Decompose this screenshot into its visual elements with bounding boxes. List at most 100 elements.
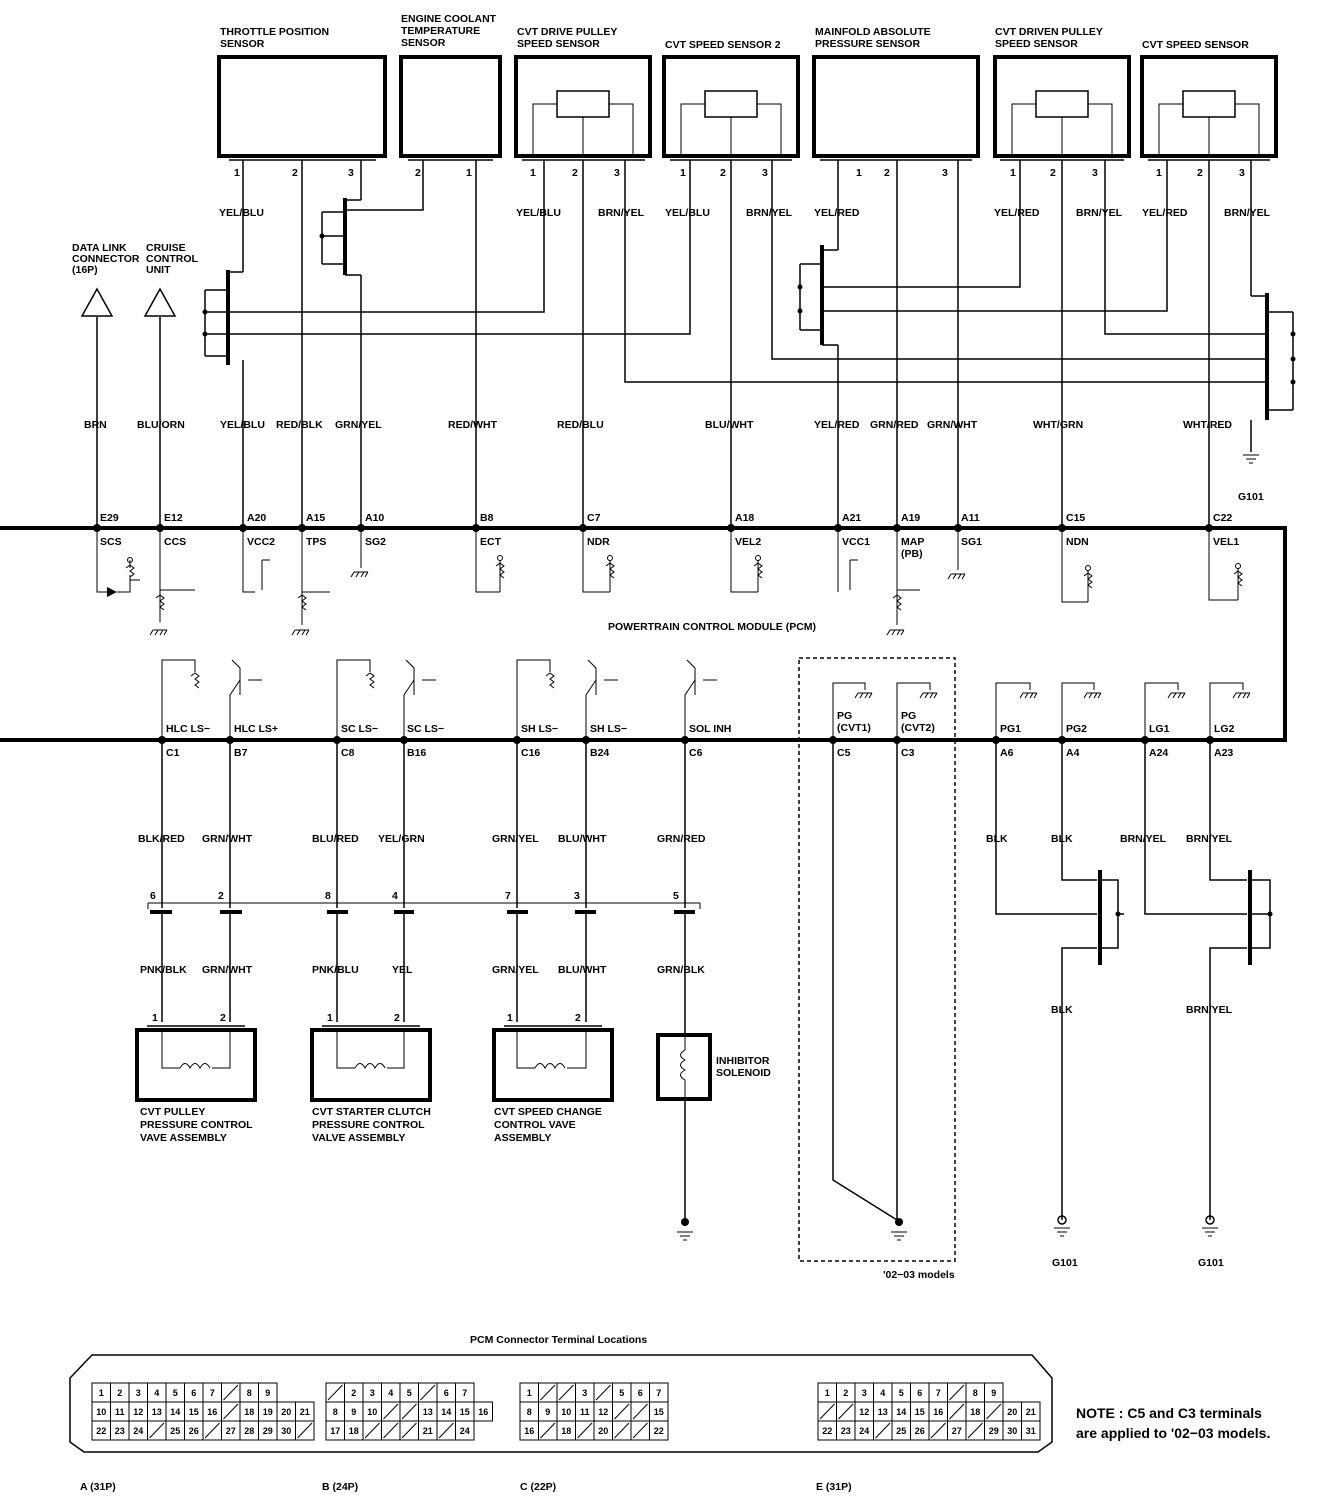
pin-number: 1 bbox=[152, 1012, 158, 1024]
sensor-element-icon bbox=[532, 90, 634, 157]
unused-terminal-mark bbox=[632, 1422, 648, 1439]
pin-number: 2 bbox=[292, 167, 298, 179]
wire-color-label: YEL/RED bbox=[1142, 207, 1188, 219]
unused-terminal-mark bbox=[223, 1403, 239, 1420]
sensor-title-line: SPEED SENSOR bbox=[517, 38, 600, 50]
wire-color-label: YEL/GRN bbox=[378, 833, 425, 845]
terminal-number: 21 bbox=[300, 1407, 310, 1417]
pin-number: 3 bbox=[762, 167, 768, 179]
terminal-function: TPS bbox=[306, 536, 326, 548]
device-title-line: UNIT bbox=[146, 264, 171, 276]
terminal-number: 26 bbox=[915, 1426, 925, 1436]
wire-color-label: PNK/BLU bbox=[312, 964, 359, 976]
unused-terminal-mark bbox=[949, 1384, 965, 1401]
terminal-number: 5 bbox=[407, 1388, 412, 1398]
wire-color-label: GRN/WHT bbox=[202, 833, 253, 845]
wire-color-label: BRN/YEL bbox=[746, 207, 793, 219]
cvt-starter-clutch-valve-box bbox=[310, 1028, 432, 1102]
pin-number: 3 bbox=[1239, 167, 1245, 179]
valve-title-line: SOLENOID bbox=[716, 1067, 771, 1079]
sensor-title-line: THROTTLE POSITION bbox=[220, 26, 329, 38]
valve-title-line: CVT STARTER CLUTCH bbox=[312, 1106, 431, 1118]
pin-number: 1 bbox=[507, 1012, 513, 1024]
unused-terminal-mark bbox=[383, 1422, 399, 1439]
unused-terminal-mark bbox=[577, 1422, 593, 1439]
terminal-number: 5 bbox=[619, 1388, 624, 1398]
pin-number: 3 bbox=[614, 167, 620, 179]
terminal-id: A4 bbox=[1066, 747, 1080, 759]
pcm-top-functions: SCS CCS VCC2 TPS SG2 ECT NDR VEL2 VCC1 M… bbox=[100, 536, 1239, 560]
wire-color-label: BRN/YEL bbox=[1076, 207, 1123, 219]
terminal-number: 6 bbox=[917, 1388, 922, 1398]
terminal-number: 4 bbox=[880, 1388, 885, 1398]
terminal-number: 1 bbox=[527, 1388, 532, 1398]
wire-color-label: BLK bbox=[1051, 833, 1073, 845]
sensor-title-line: SENSOR bbox=[401, 37, 446, 49]
unused-terminal-mark bbox=[327, 1384, 343, 1401]
unused-terminal-mark bbox=[204, 1422, 220, 1439]
pcm-bottom-functions: HLC LS− HLC LS+ SC LS− SC LS− SH LS− SH … bbox=[166, 710, 1235, 735]
wire-color-label: RED/WHT bbox=[448, 419, 498, 431]
pin-number: 2 bbox=[415, 167, 421, 179]
pin-number: 7 bbox=[505, 890, 511, 902]
terminal-id: A10 bbox=[365, 512, 384, 524]
pcm-upper-wire-labels: BRN BLU/ORN YEL/BLU RED/BLK GRN/YEL RED/… bbox=[84, 419, 1232, 431]
terminal-number: 12 bbox=[133, 1407, 143, 1417]
terminal-number: 16 bbox=[478, 1407, 488, 1417]
terminal-number: 30 bbox=[281, 1426, 291, 1436]
coil-icon bbox=[179, 1063, 211, 1070]
terminal-id: A18 bbox=[735, 512, 754, 524]
terminal-function: PG1 bbox=[1000, 723, 1021, 735]
sensor-title-line: ENGINE COOLANT bbox=[401, 13, 497, 25]
pin-number: 3 bbox=[574, 890, 580, 902]
terminal-number: 18 bbox=[561, 1426, 571, 1436]
sensor-wire-labels: YEL/BLU YEL/BLU BRN/YEL YEL/BLU BRN/YEL … bbox=[219, 207, 1271, 219]
sensor-title-line: TEMPERATURE bbox=[401, 25, 480, 37]
unused-terminal-mark bbox=[540, 1384, 556, 1401]
terminal-function: SOL INH bbox=[689, 723, 731, 735]
sensor-title-line: MAINFOLD ABSOLUTE bbox=[815, 26, 931, 38]
terminal-number: 12 bbox=[598, 1407, 608, 1417]
pcm-lower-wire-labels: BLK/RED GRN/WHT BLU/RED YEL/GRN GRN/YEL … bbox=[138, 833, 1233, 845]
terminal-cell bbox=[649, 1420, 669, 1441]
terminal-id: A23 bbox=[1214, 747, 1233, 759]
terminal-number: 3 bbox=[136, 1388, 141, 1398]
terminal-number: 11 bbox=[115, 1407, 125, 1417]
terminal-number: 13 bbox=[423, 1407, 433, 1417]
wire-color-label: GRN/RED bbox=[870, 419, 919, 431]
terminal-id: C7 bbox=[587, 512, 601, 524]
pin-number: 2 bbox=[218, 890, 224, 902]
terminal-id: C8 bbox=[341, 747, 355, 759]
terminal-cell bbox=[473, 1401, 493, 1422]
terminal-number: 20 bbox=[598, 1426, 608, 1436]
terminal-number: 9 bbox=[545, 1407, 550, 1417]
terminal-number: 5 bbox=[173, 1388, 178, 1398]
pin-number: 2 bbox=[720, 167, 726, 179]
wire-color-label: GRN/WHT bbox=[202, 964, 253, 976]
terminal-number: 6 bbox=[444, 1388, 449, 1398]
pin-number: 2 bbox=[884, 167, 890, 179]
unused-terminal-mark bbox=[540, 1422, 556, 1439]
pin-number: 2 bbox=[394, 1012, 400, 1024]
pin-number: 2 bbox=[1197, 167, 1203, 179]
sensor-title-line: SENSOR bbox=[220, 38, 265, 50]
valve-title-line: CVT SPEED CHANGE bbox=[494, 1106, 602, 1118]
pin-number: 1 bbox=[466, 167, 472, 179]
cvt-pulley-valve-box bbox=[135, 1028, 257, 1102]
terminal-function: NDN bbox=[1066, 536, 1089, 548]
wire-color-label: BRN/YEL bbox=[1120, 833, 1167, 845]
wire-color-label: BLU/WHT bbox=[558, 833, 607, 845]
terminal-id: B7 bbox=[234, 747, 248, 759]
unused-terminal-mark bbox=[967, 1422, 983, 1439]
terminal-function: VCC1 bbox=[842, 536, 870, 548]
terminal-number: 18 bbox=[970, 1407, 980, 1417]
valve-title-line: VAVE ASSEMBLY bbox=[140, 1132, 227, 1144]
pin-number: 2 bbox=[572, 167, 578, 179]
terminal-number: 20 bbox=[1007, 1407, 1017, 1417]
